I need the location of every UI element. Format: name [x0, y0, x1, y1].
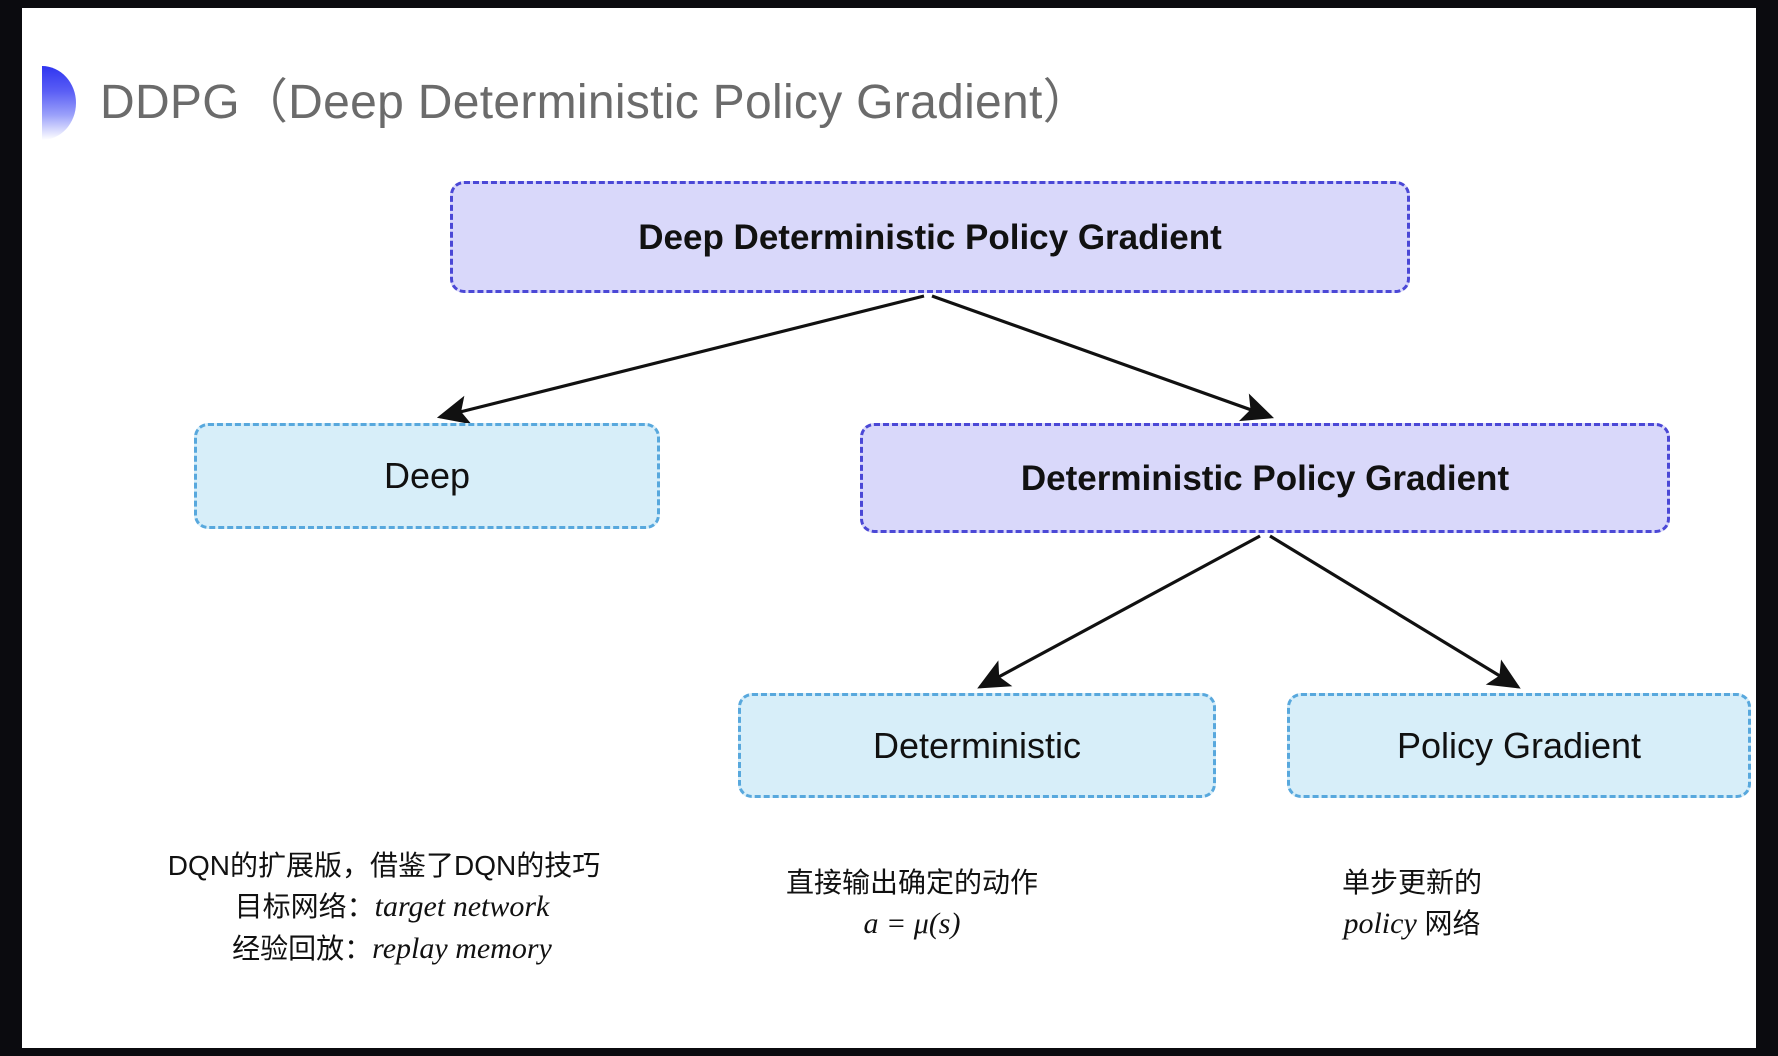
note-deterministic-formula: a = μ(s) [863, 906, 961, 940]
note-deep-line2-term: target network [374, 889, 550, 923]
edge-root-to-dpg [931, 294, 1275, 422]
note-deep: DQN的扩展版，借鉴了DQN的技巧 目标网络：target network 经验… [114, 846, 654, 971]
edge-dpg-to-deterministic [977, 534, 1261, 689]
note-deterministic: 直接输出确定的动作 a = μ(s) [722, 863, 1102, 945]
node-root-label: Deep Deterministic Policy Gradient [638, 217, 1222, 257]
note-policy-gradient-line2: policy 网络 [1247, 903, 1577, 946]
slide-canvas: DDPG（Deep Deterministic Policy Gradient）… [22, 8, 1756, 1048]
page-title-text: DDPG（Deep Deterministic Policy Gradient） [100, 76, 1091, 129]
note-deep-line1: DQN的扩展版，借鉴了DQN的技巧 [167, 850, 601, 881]
node-policy-gradient-label: Policy Gradient [1396, 724, 1642, 766]
note-deep-line2: 目标网络：target network [114, 886, 654, 929]
note-deep-line3-term: replay memory [372, 932, 552, 966]
note-policy-gradient-suffix: 网络 [1416, 907, 1481, 939]
page-title: DDPG（Deep Deterministic Policy Gradient） [42, 60, 1091, 146]
node-deterministic[interactable]: Deterministic [738, 693, 1216, 798]
note-policy-gradient-line1: 单步更新的 [1341, 867, 1482, 898]
node-deterministic-policy-gradient[interactable]: Deterministic Policy Gradient [860, 423, 1670, 533]
note-deterministic-line1: 直接输出确定的动作 [785, 867, 1038, 898]
note-deep-line3-label: 经验回放： [232, 933, 373, 965]
half-circle-gradient-icon [42, 66, 76, 140]
node-policy-gradient[interactable]: Policy Gradient [1287, 693, 1751, 798]
node-deep-label: Deep [383, 455, 471, 496]
node-dpg-label: Deterministic Policy Gradient [1020, 458, 1510, 498]
node-root[interactable]: Deep Deterministic Policy Gradient [450, 181, 1410, 293]
node-deep[interactable]: Deep [194, 423, 660, 529]
edge-root-to-deep [436, 294, 925, 425]
edge-dpg-to-policygradient [1269, 534, 1521, 689]
note-deep-line2-label: 目标网络： [234, 890, 375, 922]
note-policy-gradient: 单步更新的 policy 网络 [1247, 863, 1577, 945]
note-deep-line3: 经验回放：replay memory [114, 928, 654, 971]
note-policy-gradient-term: policy [1343, 906, 1417, 940]
node-deterministic-label: Deterministic [872, 724, 1082, 766]
